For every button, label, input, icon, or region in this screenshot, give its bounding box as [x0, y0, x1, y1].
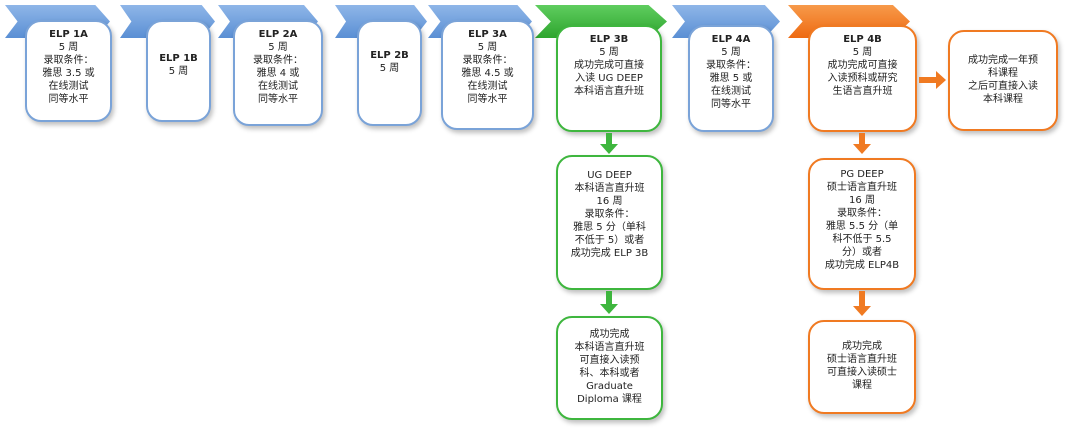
foundation-line: 成功完成一年预	[968, 55, 1038, 66]
ug-result-line: Graduate	[586, 381, 633, 392]
ug-deep-line: 不低于 5）或者	[574, 235, 645, 246]
elp2a-line: 在线测试	[258, 81, 298, 92]
pg-deep-box: PG DEEP 硕士语言直升班 16 周 录取条件： 雅思 5.5 分（单 科不…	[808, 158, 916, 290]
pg-deep-line: 雅思 5.5 分（单	[825, 221, 899, 232]
ug-deep-line: 成功完成 ELP 3B	[570, 248, 649, 259]
ug-deep-line: 本科语言直升班	[574, 183, 645, 194]
elp1b-box: ELP 1B 5 周	[146, 20, 211, 122]
ug-deep-line: 16 周	[596, 196, 623, 207]
pg-result-line: 课程	[852, 380, 872, 391]
pg-deep-line: 成功完成 ELP4B	[824, 260, 900, 271]
ug-deep-box: UG DEEP 本科语言直升班 16 周 录取条件： 雅思 5 分（单科 不低于…	[556, 155, 663, 290]
elp1a-line: 雅思 3.5 或	[42, 68, 95, 79]
elp3b-title: ELP 3B	[589, 34, 629, 45]
elp2a-line: 录取条件：	[253, 55, 303, 66]
pg-deep-line: 分）或者	[842, 247, 882, 258]
elp4a-title: ELP 4A	[711, 34, 751, 45]
elp3b-line: 本科语言直升班	[574, 86, 644, 97]
pg-result-box: 成功完成 硕士语言直升班 可直接入读硕士 课程	[808, 320, 916, 414]
elp4a-line: 5 周	[721, 47, 741, 58]
elp1b-line: 5 周	[168, 66, 189, 77]
elp4b-line: 成功完成可直接	[827, 60, 898, 71]
foundation-box: 成功完成一年预 科课程 之后可直接入读 本科课程	[948, 30, 1058, 131]
elp3a-line: 在线测试	[467, 81, 508, 92]
ug-deep-line: 录取条件：	[584, 209, 635, 220]
elp1a-line: 录取条件：	[43, 55, 94, 66]
pg-deep-line: 硕士语言直升班	[827, 182, 897, 193]
ug-result-box: 成功完成 本科语言直升班 可直接入读预 科、本科或者 Graduate Dipl…	[556, 316, 663, 420]
foundation-line: 之后可直接入读	[968, 81, 1038, 92]
elp3a-line: 雅思 4.5 或	[461, 68, 514, 79]
down-arrow-icon	[600, 304, 618, 314]
orange-arrow-shaft	[859, 291, 865, 307]
elp4a-box: ELP 4A 5 周 录取条件： 雅思 5 或 在线测试 同等水平	[688, 25, 774, 132]
ug-result-line: Diploma 课程	[577, 394, 642, 405]
elp3a-box: ELP 3A 5 周 录取条件： 雅思 4.5 或 在线测试 同等水平	[441, 20, 534, 130]
down-arrow-icon	[600, 144, 618, 154]
elp1a-line: 5 周	[58, 42, 79, 53]
elp1a-box: ELP 1A 5 周 录取条件： 雅思 3.5 或 在线测试 同等水平	[25, 20, 112, 122]
elp1a-title: ELP 1A	[49, 29, 88, 40]
green-arrow-shaft	[606, 291, 612, 305]
down-arrow-icon	[853, 306, 871, 316]
elp2b-box: ELP 2B 5 周	[357, 20, 422, 126]
pg-deep-line: 16 周	[849, 195, 875, 206]
elp3b-box: ELP 3B 5 周 成功完成可直接 入读 UG DEEP 本科语言直升班	[556, 25, 662, 132]
ug-deep-line: 雅思 5 分（单科	[573, 222, 646, 233]
pg-deep-line: 科不低于 5.5	[832, 234, 892, 245]
elp2a-line: 雅思 4 或	[256, 68, 300, 79]
ug-result-line: 科、本科或者	[579, 368, 640, 379]
elp4a-line: 在线测试	[711, 86, 751, 97]
pg-result-line: 成功完成	[842, 341, 882, 352]
elp2a-box: ELP 2A 5 周 录取条件： 雅思 4 或 在线测试 同等水平	[233, 20, 323, 126]
pg-deep-line: PG DEEP	[840, 169, 884, 180]
elp2b-title: ELP 2B	[370, 50, 409, 61]
elp4b-title: ELP 4B	[843, 34, 882, 45]
elp4a-line: 雅思 5 或	[709, 73, 753, 84]
ug-result-line: 可直接入读预	[579, 355, 640, 366]
elp4a-line: 录取条件：	[706, 60, 756, 71]
elp1a-line: 同等水平	[48, 94, 89, 105]
ug-result-line: 成功完成	[589, 329, 630, 340]
pg-result-line: 硕士语言直升班	[827, 354, 897, 365]
elp3a-line: 5 周	[477, 42, 498, 53]
green-arrow-shaft	[606, 133, 612, 145]
foundation-line: 本科课程	[983, 94, 1023, 105]
pg-result-line: 可直接入读硕士	[827, 367, 897, 378]
elp3a-line: 录取条件：	[462, 55, 513, 66]
elp4b-line: 入读预科或研究	[827, 73, 898, 84]
elp3b-line: 5 周	[599, 47, 619, 58]
pg-deep-line: 录取条件：	[837, 208, 887, 219]
elp2a-line: 同等水平	[258, 94, 298, 105]
elp4a-line: 同等水平	[711, 99, 751, 110]
ug-deep-line: UG DEEP	[587, 170, 632, 181]
down-arrow-icon	[853, 144, 871, 154]
elp3b-line: 成功完成可直接	[574, 60, 644, 71]
elp4b-line: 生语言直升班	[832, 86, 893, 97]
ug-result-line: 本科语言直升班	[574, 342, 645, 353]
elp4b-box: ELP 4B 5 周 成功完成可直接 入读预科或研究 生语言直升班	[808, 25, 917, 132]
right-arrow-shaft	[919, 77, 937, 83]
elp1b-title: ELP 1B	[159, 53, 198, 64]
elp1a-line: 在线测试	[48, 81, 89, 92]
elp2b-line: 5 周	[379, 63, 400, 74]
elp3a-line: 同等水平	[467, 94, 508, 105]
elp3b-line: 入读 UG DEEP	[575, 73, 643, 84]
foundation-line: 科课程	[988, 68, 1018, 79]
elp4b-line: 5 周	[852, 47, 873, 58]
right-arrow-icon	[936, 71, 946, 89]
orange-arrow-shaft	[859, 133, 865, 145]
elp3a-title: ELP 3A	[468, 29, 507, 40]
elp2a-line: 5 周	[268, 42, 288, 53]
elp2a-title: ELP 2A	[258, 29, 298, 40]
